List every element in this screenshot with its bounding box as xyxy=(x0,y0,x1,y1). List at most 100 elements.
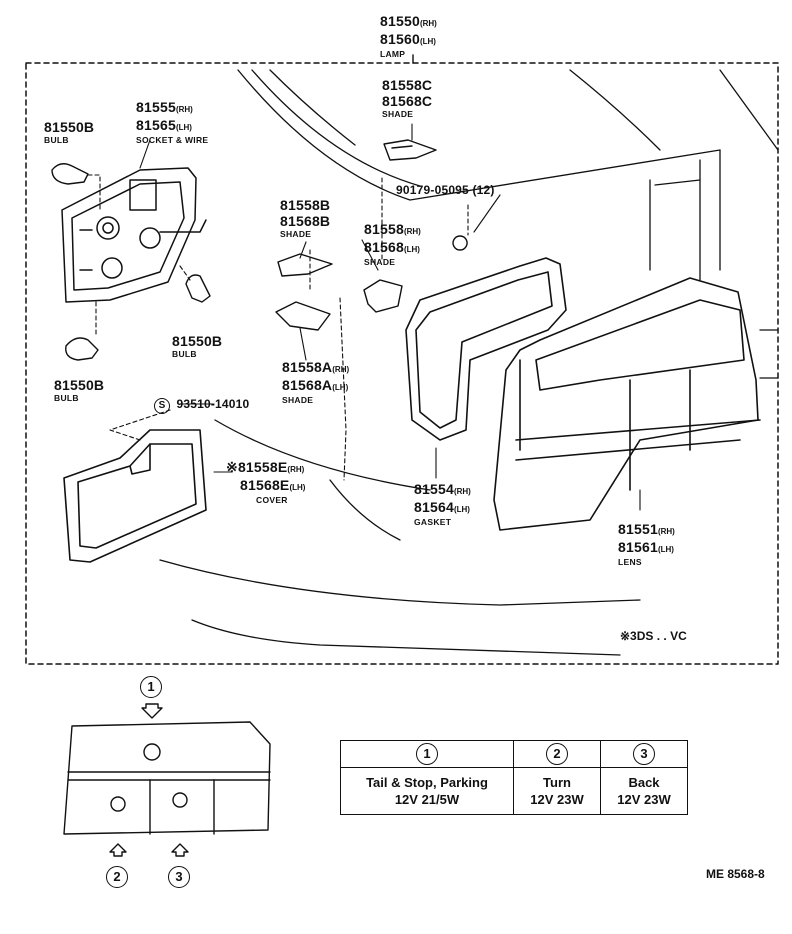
nut-number: 90179-05095 (12) xyxy=(396,183,495,197)
lamp-caption: LAMP xyxy=(380,49,406,59)
lh-tag: (LH) xyxy=(419,37,436,46)
shade-c-number-2: 81568C xyxy=(382,93,433,109)
lens-number-lh: 81561 xyxy=(618,539,658,555)
lens-label: 81551(RH) 81561(LH) LENS xyxy=(618,522,675,567)
shade-a-number-rh: 81558A xyxy=(282,359,333,375)
table-cell: Tail & Stop, Parking 12V 21/5W xyxy=(340,767,514,815)
gasket-number-rh: 81554 xyxy=(414,481,454,497)
position-number: 1 xyxy=(416,743,438,765)
shade-c-label: 81558C 81568C SHADE xyxy=(382,78,432,119)
bulb-spec: 12V 23W xyxy=(530,792,584,807)
shade-c-number: 81558C xyxy=(382,77,433,93)
bulb-number: 81550B xyxy=(172,333,223,349)
shade-a-number-lh: 81568A xyxy=(282,377,333,393)
shade-label: 81558(RH) 81568(LH) SHADE xyxy=(364,222,421,267)
gasket-caption: GASKET xyxy=(414,517,452,527)
bulb-caption: BULB xyxy=(172,349,197,359)
table-header-cell: 3 xyxy=(600,740,688,768)
position-number: 3 xyxy=(633,743,655,765)
shade-number-lh: 81568 xyxy=(364,239,404,255)
cover-number-lh: 81568E xyxy=(240,477,290,493)
figure-code: ME 8568-8 xyxy=(706,867,765,881)
bulb-function: Turn xyxy=(543,775,571,790)
socket-caption: SOCKET & WIRE xyxy=(136,135,209,145)
bulb-caption: BULB xyxy=(44,135,69,145)
cover-label: ※81558E(RH) 81568E(LH) COVER xyxy=(226,460,305,505)
lh-tag: (LH) xyxy=(453,505,470,514)
rh-tag: (RH) xyxy=(287,465,305,474)
bulb-number: 81550B xyxy=(54,377,105,393)
bulb-function: Back xyxy=(628,775,660,790)
shade-b-label: 81558B 81568B SHADE xyxy=(280,198,330,239)
rh-tag: (RH) xyxy=(453,487,471,496)
socket-number-lh: 81565 xyxy=(136,117,176,133)
screw-number: 93510-14010 xyxy=(176,397,250,411)
bulb-spec-table: 1 2 3 Tail & Stop, Parking 12V 21/5W Turn… xyxy=(340,740,688,815)
lamp-number-lh: 81560 xyxy=(380,31,420,47)
position-number: 2 xyxy=(546,743,568,765)
rh-tag: (RH) xyxy=(403,227,421,236)
shade-c-caption: SHADE xyxy=(382,109,414,119)
gasket-label: 81554(RH) 81564(LH) GASKET xyxy=(414,482,471,527)
shade-b-number: 81558B xyxy=(280,197,331,213)
shade-b-number-2: 81568B xyxy=(280,213,331,229)
lh-tag: (LH) xyxy=(403,245,420,254)
lh-tag: (LH) xyxy=(332,383,349,392)
bulb-mid-label: 81550B BULB xyxy=(172,334,222,359)
bulb-function: Tail & Stop, Parking xyxy=(366,775,488,790)
lh-tag: (LH) xyxy=(289,483,306,492)
rh-tag: (RH) xyxy=(657,527,675,536)
table-header-cell: 1 xyxy=(340,740,514,768)
lamp-label: 81550(RH) 81560(LH) LAMP xyxy=(380,14,437,59)
table-header-row: 1 2 3 xyxy=(340,740,688,768)
table-cell: Turn 12V 23W xyxy=(513,767,601,815)
gasket-drawing xyxy=(405,257,567,441)
model-note: ※3DS . . VC xyxy=(620,629,687,643)
socket-label: 81555(RH) 81565(LH) SOCKET & WIRE xyxy=(136,100,208,145)
table-row: Tail & Stop, Parking 12V 21/5W Turn 12V 23… xyxy=(340,767,688,815)
position-number: 1 xyxy=(140,676,162,698)
lens-caption: LENS xyxy=(618,557,642,567)
nut-label: 90179-05095 (12) xyxy=(396,182,495,198)
cover-caption: COVER xyxy=(256,495,288,505)
cover-note-mark: ※ xyxy=(226,459,238,475)
lens-drawing xyxy=(493,277,761,531)
lh-tag: (LH) xyxy=(657,545,674,554)
table-cell: Back 12V 23W xyxy=(600,767,688,815)
position-number: 2 xyxy=(106,866,128,888)
position-3-marker: 3 xyxy=(168,866,190,888)
bulb-bottom-label: 81550B BULB xyxy=(54,378,104,403)
socket-plate xyxy=(61,167,207,303)
position-1-marker: 1 xyxy=(140,676,162,698)
table-header-cell: 2 xyxy=(513,740,601,768)
gasket-number-lh: 81564 xyxy=(414,499,454,515)
position-2-marker: 2 xyxy=(106,866,128,888)
bulb-spec: 12V 23W xyxy=(617,792,671,807)
screw-symbol: S xyxy=(154,398,170,414)
shade-b-caption: SHADE xyxy=(280,229,312,239)
position-number: 3 xyxy=(168,866,190,888)
bulb-drawings xyxy=(51,163,211,361)
shade-parts xyxy=(275,139,468,331)
lh-tag: (LH) xyxy=(175,123,192,132)
socket-number-rh: 81555 xyxy=(136,99,176,115)
bulb-position-diagram xyxy=(63,703,271,857)
cover-drawing xyxy=(63,429,207,563)
rh-tag: (RH) xyxy=(175,105,193,114)
vehicle-body-outline xyxy=(159,69,779,656)
assembly-boundary xyxy=(25,62,779,665)
lens-number-rh: 81551 xyxy=(618,521,658,537)
shade-number-rh: 81558 xyxy=(364,221,404,237)
lamp-number-rh: 81550 xyxy=(380,13,420,29)
bulb-caption: BULB xyxy=(54,393,79,403)
bulb-top-label: 81550B BULB xyxy=(44,120,94,145)
bulb-spec: 12V 21/5W xyxy=(394,792,460,807)
bulb-number: 81550B xyxy=(44,119,95,135)
rh-tag: (RH) xyxy=(419,19,437,28)
shade-caption: SHADE xyxy=(364,257,396,267)
leader-lines xyxy=(139,123,641,511)
cover-number-rh: 81558E xyxy=(237,459,288,475)
rh-tag: (RH) xyxy=(332,365,350,374)
